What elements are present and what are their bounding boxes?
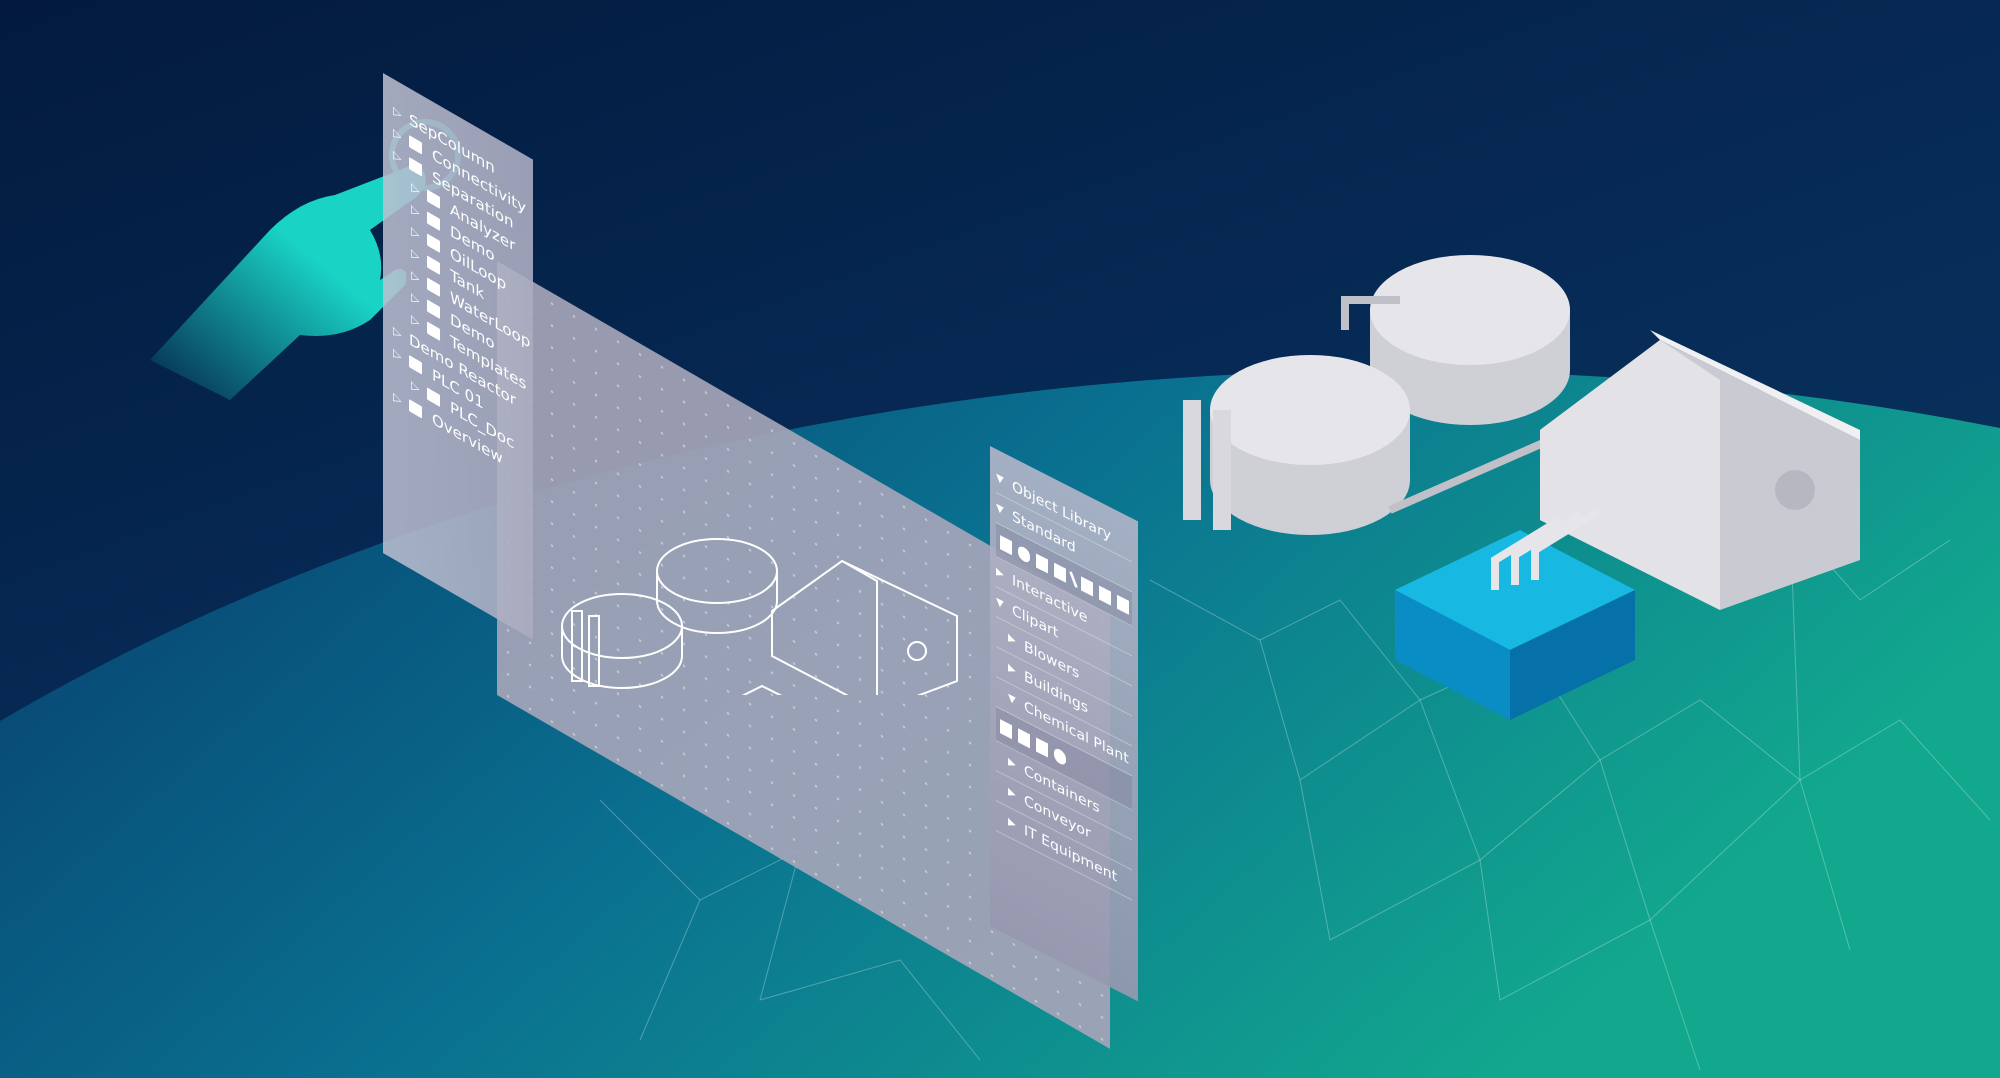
circle-icon[interactable] xyxy=(1018,543,1030,564)
plus-icon[interactable] xyxy=(1099,585,1111,606)
expand-triangle-icon[interactable]: ▷ xyxy=(393,389,402,408)
folder-icon xyxy=(427,255,440,275)
collapsed-triangle-icon: ▶ xyxy=(1008,816,1016,832)
expanded-triangle-icon: ▼ xyxy=(1008,692,1016,708)
folder-icon xyxy=(427,299,440,319)
water-basin xyxy=(1395,530,1635,650)
collapsed-triangle-icon: ▶ xyxy=(1008,662,1016,678)
collapsed-triangle-icon: ▶ xyxy=(996,566,1004,581)
square-icon[interactable] xyxy=(1000,534,1012,555)
project-tree-panel: ▷SepColumn▷Connectivity▷Separation▷Analy… xyxy=(383,73,533,640)
corner-icon[interactable] xyxy=(1117,594,1129,615)
folder-icon xyxy=(427,233,440,253)
collapsed-triangle-icon: ▶ xyxy=(1008,632,1016,648)
capsule-icon[interactable] xyxy=(1054,746,1066,767)
data-streams xyxy=(803,40,1752,420)
collapsed-triangle-icon: ▶ xyxy=(1008,756,1016,772)
folder-icon xyxy=(409,355,422,375)
expanded-triangle-icon: ▼ xyxy=(996,596,1004,611)
expand-triangle-icon: ▼ xyxy=(996,472,1004,487)
plant-model xyxy=(1183,255,1860,720)
arc-icon[interactable] xyxy=(1054,562,1066,583)
factory-icon[interactable] xyxy=(1036,736,1048,758)
folder-icon xyxy=(427,189,440,209)
folder-icon xyxy=(409,135,422,155)
expanded-triangle-icon: ▼ xyxy=(996,502,1004,517)
rect-icon[interactable] xyxy=(1081,575,1093,596)
folder-icon xyxy=(409,157,422,177)
collapsed-triangle-icon: ▶ xyxy=(1008,786,1016,802)
tank-icon[interactable] xyxy=(1000,718,1012,739)
folder-icon xyxy=(427,211,440,231)
object-library-panel: ▼Object Library ▼Standard▶Interactive▼Cl… xyxy=(990,446,1138,1002)
text-icon[interactable] xyxy=(1036,552,1048,574)
silo-icon[interactable] xyxy=(1018,727,1030,748)
folder-icon xyxy=(427,277,440,297)
plant-wireframe xyxy=(561,538,958,695)
folder-icon xyxy=(409,399,422,419)
folder-icon xyxy=(427,321,440,341)
line-icon[interactable] xyxy=(1069,571,1078,587)
network-mesh xyxy=(599,519,1991,1071)
hand-pointer xyxy=(150,166,426,400)
folder-icon xyxy=(427,387,440,407)
drawing-canvas[interactable] xyxy=(497,261,1110,1049)
